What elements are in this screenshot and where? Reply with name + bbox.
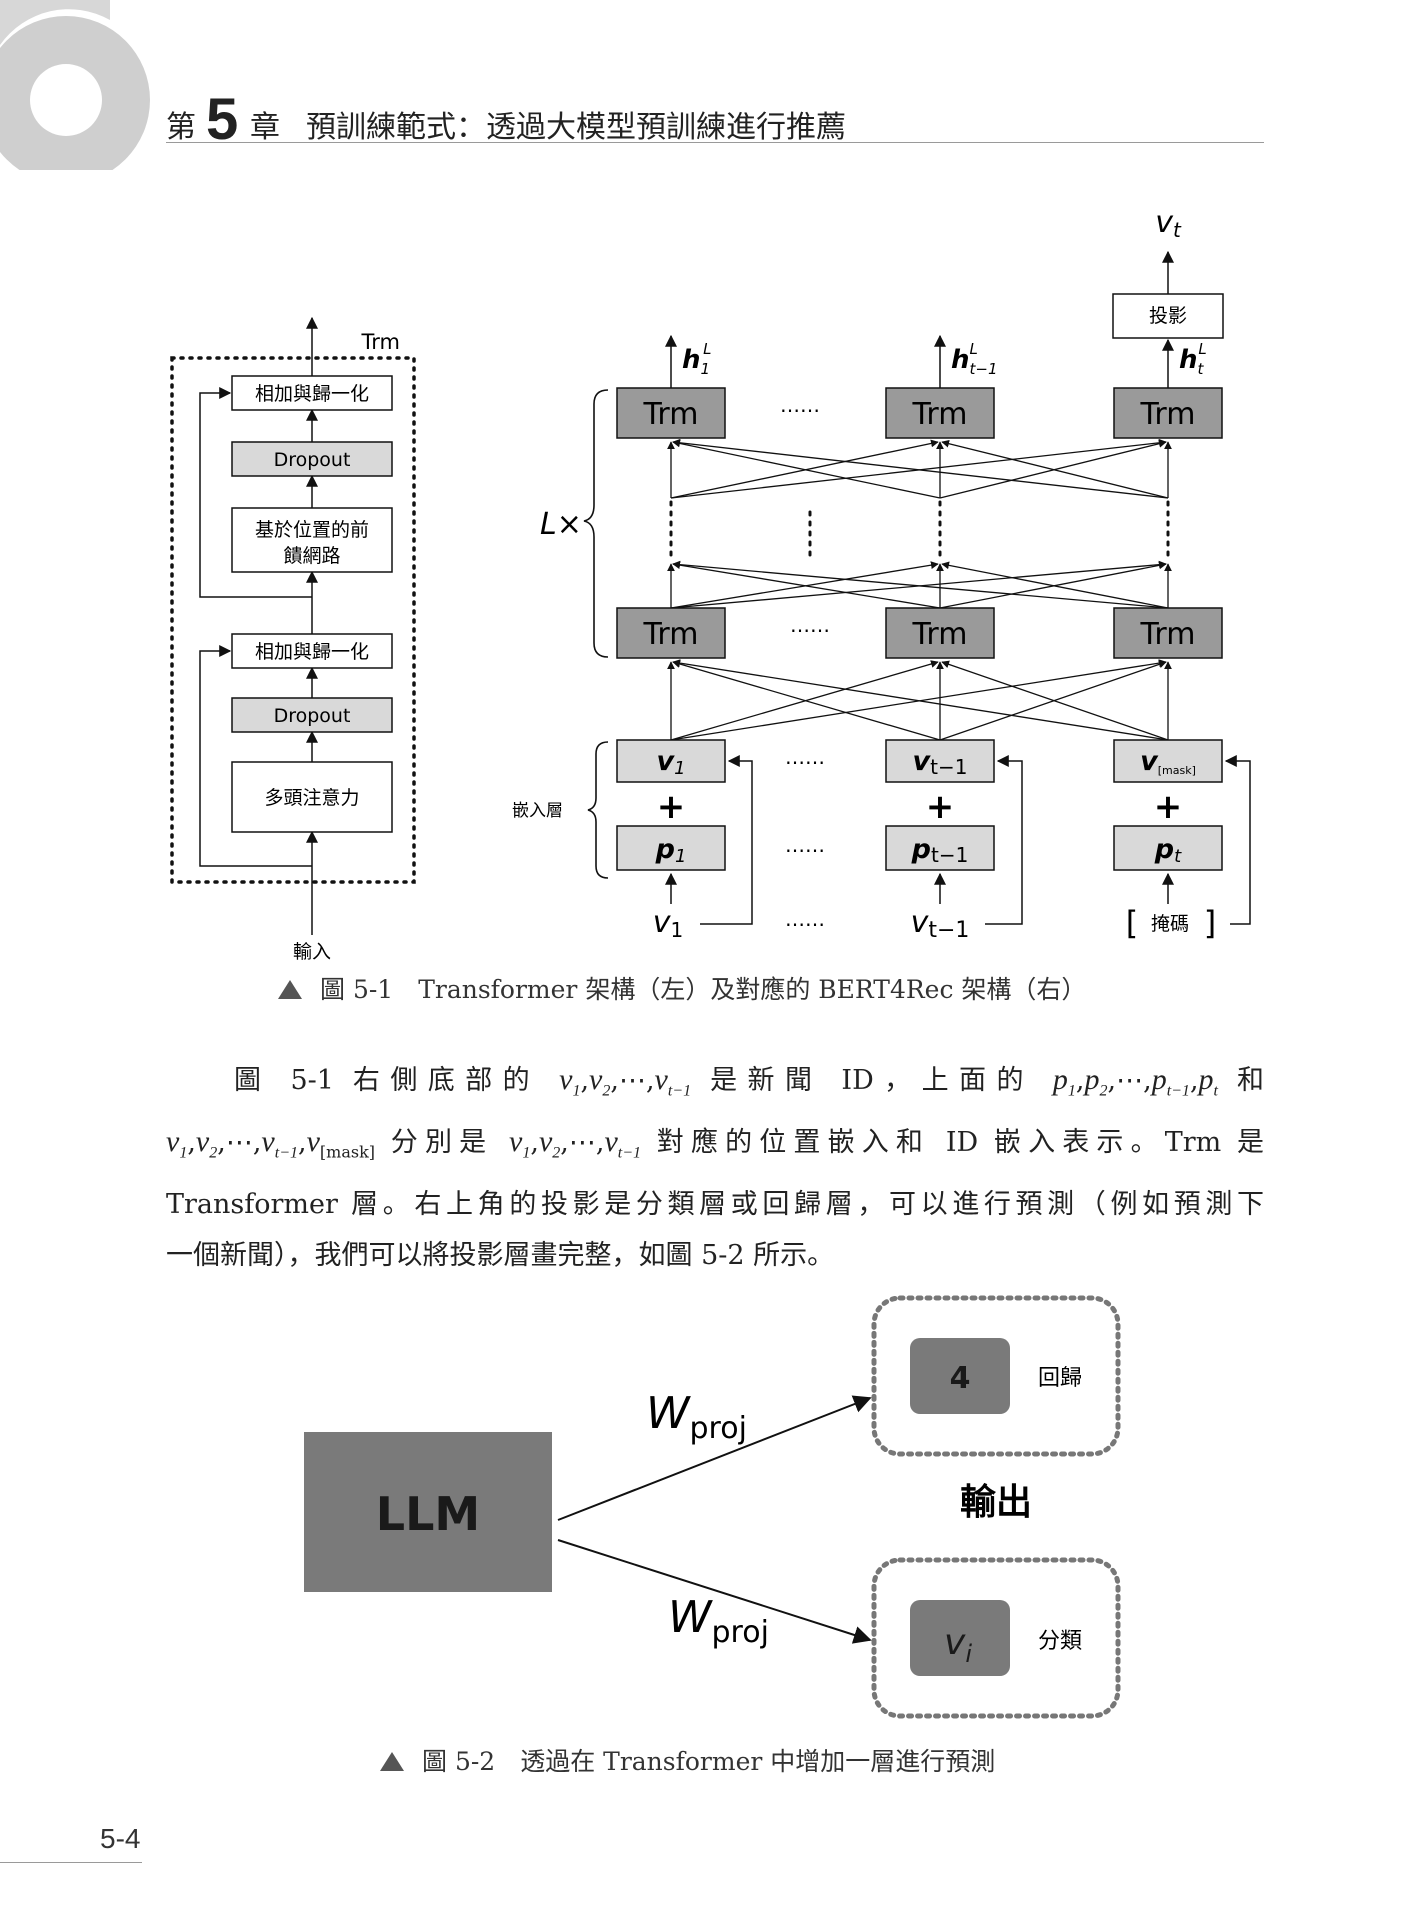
page-number: 5-4 xyxy=(100,1823,141,1854)
p-dots: …… xyxy=(785,833,825,857)
embedding-layer-label: 嵌入層 xyxy=(512,801,563,821)
v-dots: …… xyxy=(785,745,825,769)
llm-label: LLM xyxy=(376,1487,480,1541)
plus-3: + xyxy=(1154,787,1183,827)
trm-top-2: Trm xyxy=(912,397,968,432)
paragraph-line-1: 圖 5-1 右側底部的 v1,v2,⋯,vt−1 是新聞 ID，上面的 p1,p… xyxy=(234,1063,1264,1100)
output-label: 輸出 xyxy=(960,1482,1032,1523)
ffn-line-2: 饋網路 xyxy=(283,545,340,567)
input-dots: …… xyxy=(785,907,825,931)
footer-rule xyxy=(0,1862,142,1863)
dropout-2: Dropout xyxy=(274,705,351,727)
chapter-suffix: 章 xyxy=(250,110,280,145)
bert4rec-diagram: vt 投影 h1L ht−1L htL Trm Trm Trm …… xyxy=(512,205,1251,943)
chapter-title: 預訓練範式：透過大模型預訓練進行推薦 xyxy=(306,110,846,145)
h-1-label: h1L xyxy=(682,340,711,378)
trm-top-3: Trm xyxy=(1140,397,1196,432)
v-1-box: v1 xyxy=(656,746,685,779)
p-1-box: p1 xyxy=(655,834,687,867)
trm-top-dots: …… xyxy=(780,393,820,417)
figure-5-2-caption: 圖 5-2 透過在 Transformer 中增加一層進行預測 xyxy=(380,1742,995,1778)
mask-bracket-close: ] xyxy=(1204,904,1216,942)
corner-decoration xyxy=(0,0,150,170)
trm-bottom-2: Trm xyxy=(912,617,968,652)
classification-value-box xyxy=(910,1600,1010,1676)
layers-label: L× xyxy=(540,507,582,542)
chapter-header: 第 5 章 預訓練範式：透過大模型預訓練進行推薦 xyxy=(166,84,1264,152)
triangle-icon xyxy=(278,980,302,999)
figure-5-2: LLM Wproj Wproj 4 回歸 輸出 vi 分類 xyxy=(304,1295,1121,1719)
regression-label: 回歸 xyxy=(1038,1366,1082,1391)
input-label: 輸入 xyxy=(293,941,331,963)
p-t-1-box: pt−1 xyxy=(911,834,969,867)
w-proj-bottom: Wproj xyxy=(668,1592,769,1650)
regression-group xyxy=(871,1295,1121,1457)
plus-1: + xyxy=(657,787,686,827)
triangle-icon xyxy=(380,1752,404,1771)
add-norm-1: 相加與歸一化 xyxy=(255,383,369,405)
ffn-line-1: 基於位置的前 xyxy=(255,519,369,541)
input-v-1: v1 xyxy=(653,905,684,942)
chapter-number: 5 xyxy=(206,87,239,152)
p-t-box: pt xyxy=(1154,834,1182,867)
paragraph-line-3: Transformer 層。右上角的投影是分類層或回歸層，可以進行預測（例如預測… xyxy=(166,1188,1264,1220)
multi-head-attention: 多頭注意力 xyxy=(264,787,359,809)
trm-bottom-dots: …… xyxy=(790,613,830,637)
regression-value-box xyxy=(910,1338,1010,1414)
llm-box xyxy=(304,1432,552,1592)
regression-value: 4 xyxy=(950,1361,971,1396)
figure-5-1: Trm 相加與歸一化 Dropout 基於位置的前 饋網路 相加與歸一化 Dro… xyxy=(170,205,1251,963)
figure-5-1-caption: 圖 5-1 Transformer 架構（左）及對應的 BERT4Rec 架構（… xyxy=(278,970,1086,1006)
h-t-label: htL xyxy=(1179,340,1207,378)
mask-bracket-open: [ xyxy=(1126,904,1138,942)
w-proj-top: Wproj xyxy=(646,1388,747,1446)
chapter-prefix: 第 xyxy=(166,110,196,145)
figure-5-1-caption-text: 圖 5-1 Transformer 架構（左）及對應的 BERT4Rec 架構（… xyxy=(320,975,1087,1004)
figure-5-2-caption-text: 圖 5-2 透過在 Transformer 中增加一層進行預測 xyxy=(422,1747,996,1776)
dropout-1: Dropout xyxy=(274,449,351,471)
trm-bottom-1: Trm xyxy=(643,617,699,652)
h-t-1-label: ht−1L xyxy=(951,340,998,378)
classification-group xyxy=(871,1557,1121,1719)
v-mask-box: v[mask] xyxy=(1140,746,1196,777)
mask-input: 掩碼 xyxy=(1151,913,1189,935)
v-t-1-box: vt−1 xyxy=(913,746,968,779)
trm-bottom-3: Trm xyxy=(1140,617,1196,652)
body-paragraph: 圖 5-1 右側底部的 v1,v2,⋯,vt−1 是新聞 ID，上面的 p1,p… xyxy=(166,1054,1264,1281)
classification-label: 分類 xyxy=(1038,1629,1082,1654)
output-v: vt xyxy=(1155,205,1182,242)
trm-label: Trm xyxy=(361,330,400,354)
transformer-block: Trm 相加與歸一化 Dropout 基於位置的前 饋網路 相加與歸一化 Dro… xyxy=(170,316,416,963)
classification-value: vi xyxy=(944,1622,972,1668)
paragraph-line-2: v1,v2,⋯,vt−1,v[mask] 分別是 v1,v2,⋯,vt−1 對應… xyxy=(166,1125,1264,1162)
plus-2: + xyxy=(926,787,955,827)
add-norm-2: 相加與歸一化 xyxy=(255,641,369,663)
input-v-t-1: vt−1 xyxy=(911,905,970,943)
projection-box: 投影 xyxy=(1149,305,1187,327)
trm-top-1: Trm xyxy=(643,397,699,432)
paragraph-line-4: 一個新聞），我們可以將投影層畫完整，如圖 5-2 所示。 xyxy=(166,1239,835,1271)
